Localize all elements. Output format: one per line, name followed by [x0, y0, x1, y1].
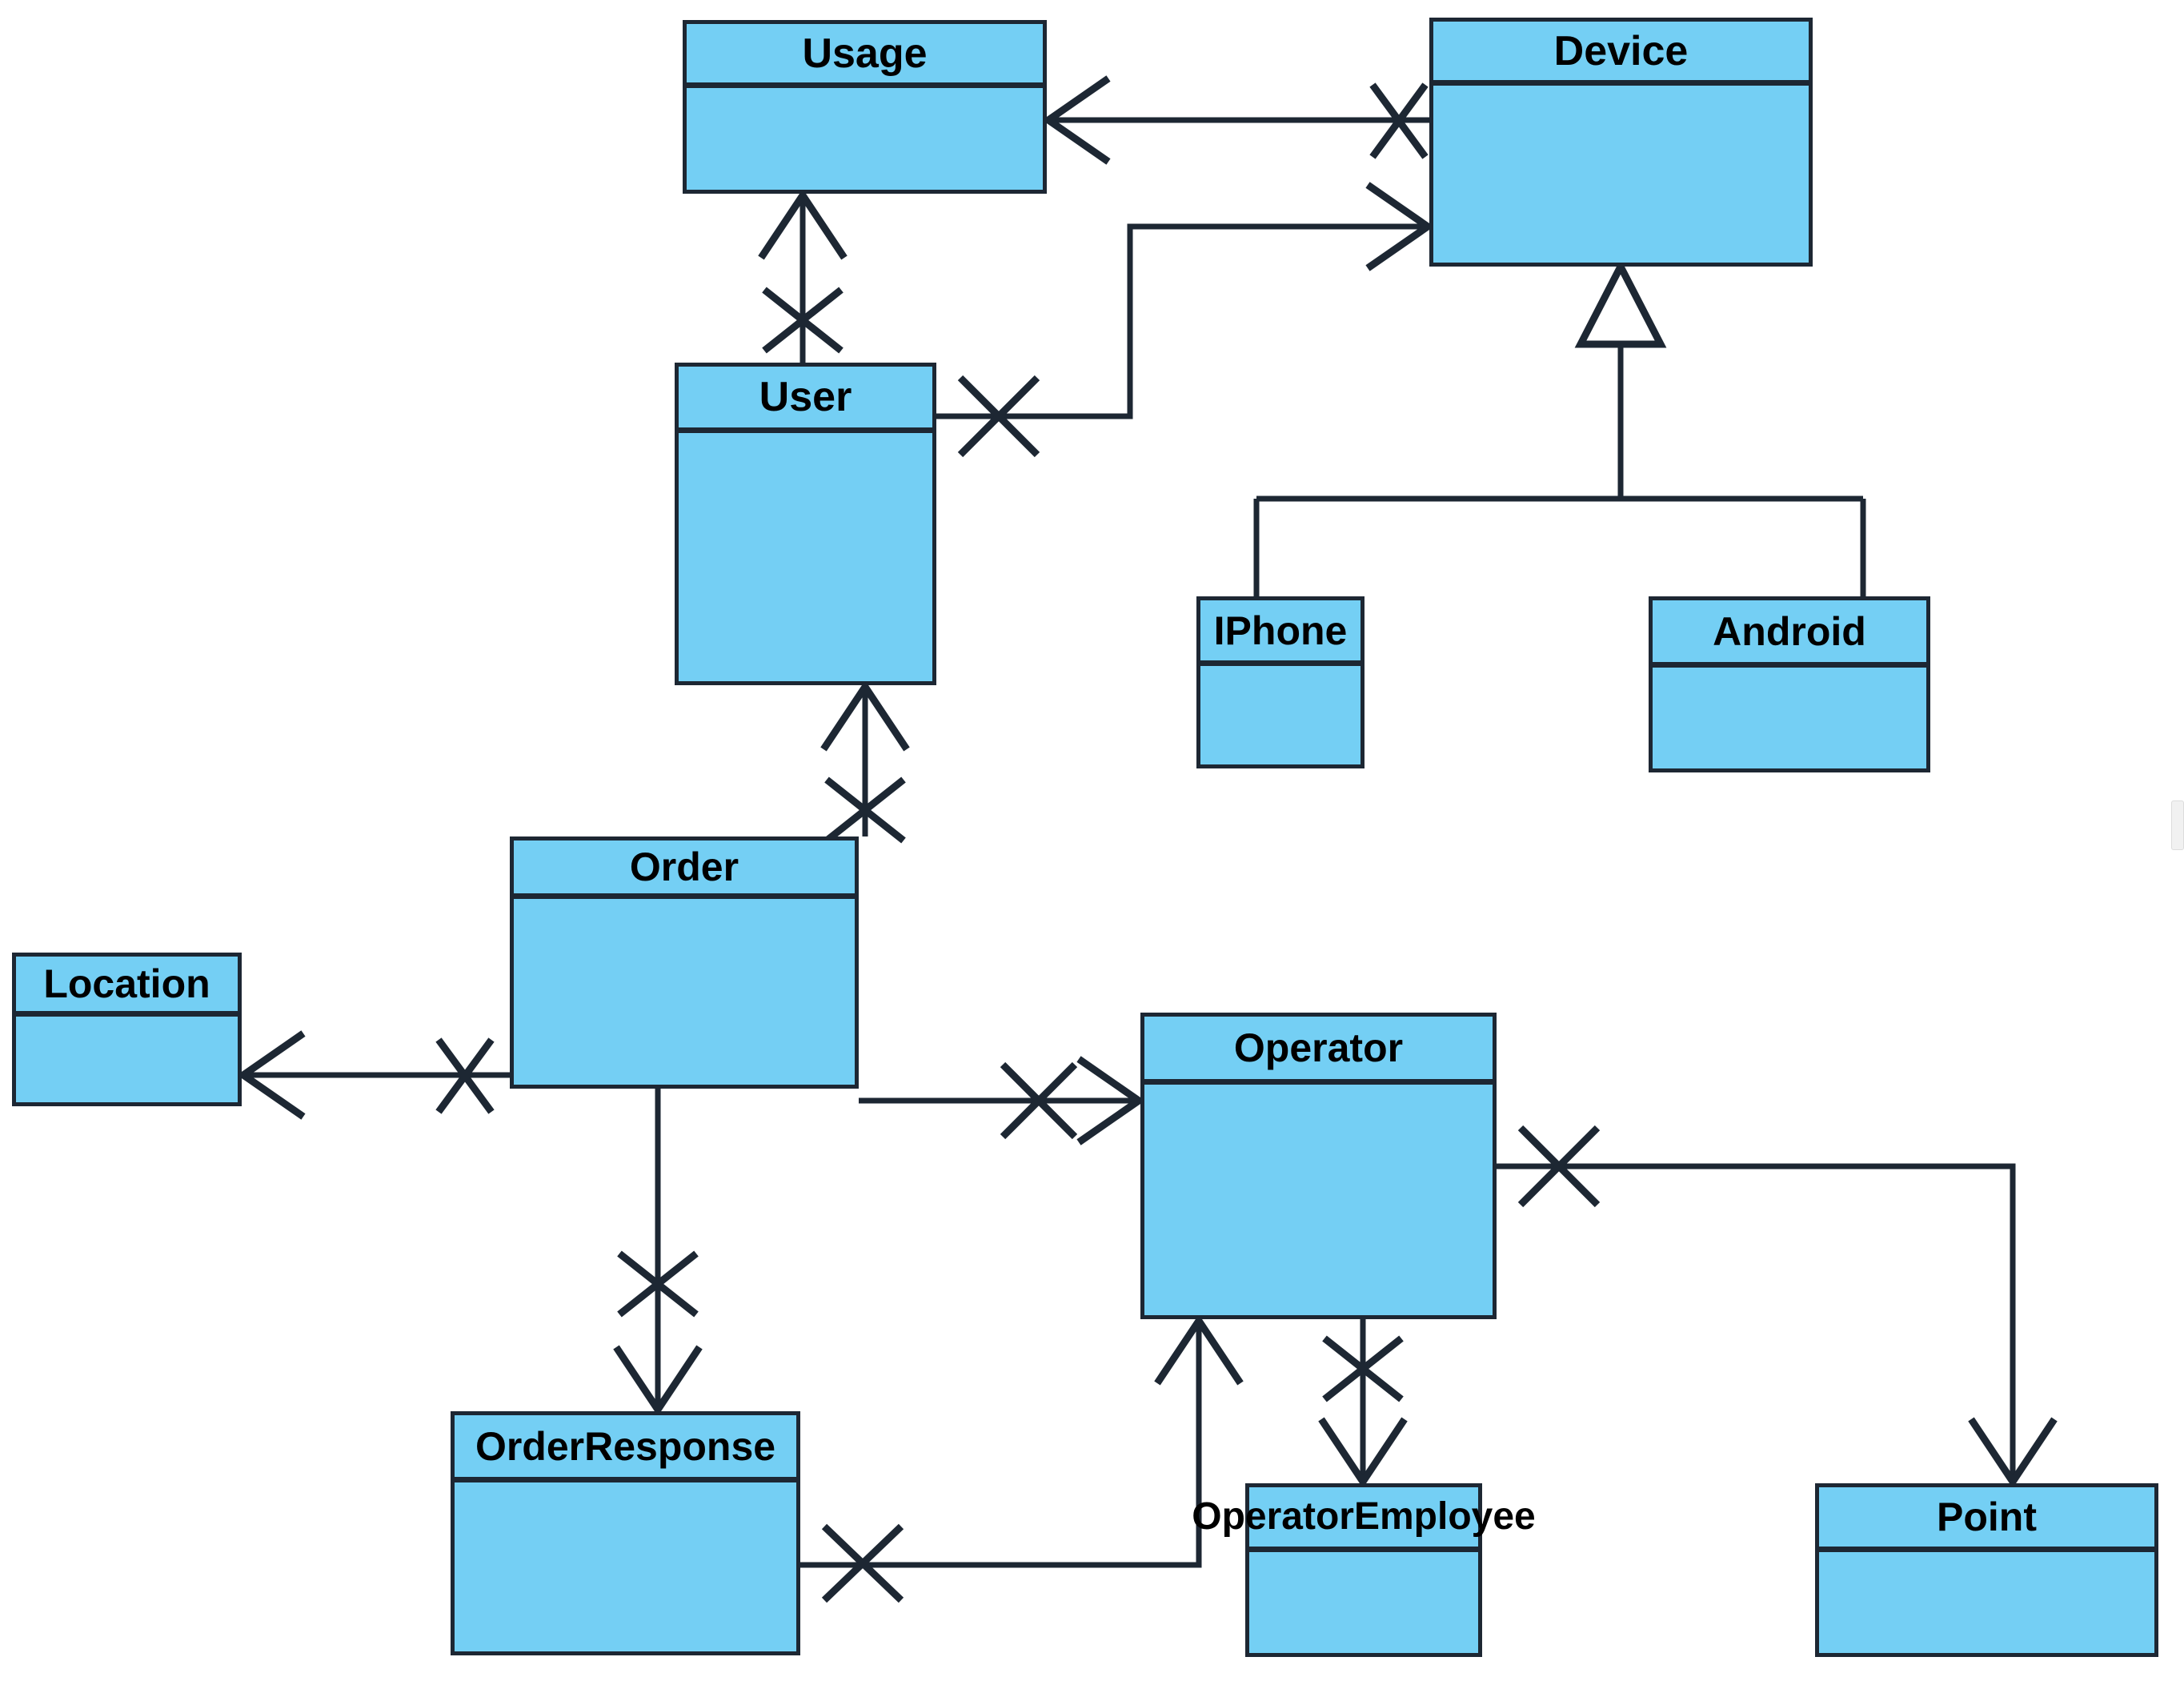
uml-class-orderresponse-header: OrderResponse [455, 1415, 796, 1482]
uml-class-device-attributes [1433, 86, 1809, 263]
uml-class-point-name: Point [1937, 1494, 2037, 1539]
uml-class-orderresponse[interactable]: OrderResponse [451, 1411, 800, 1655]
uml-class-iphone[interactable]: IPhone [1196, 596, 1364, 768]
uml-class-orderresponse-name: OrderResponse [475, 1423, 776, 1469]
uml-class-operatoremployee-header: OperatorEmployee [1192, 1487, 1536, 1552]
edge-order-location [237, 1030, 510, 1120]
edge-orderresponse-operator [800, 1314, 1244, 1603]
edge-user-usage [758, 188, 848, 363]
uml-class-order-attributes [514, 899, 855, 1085]
uml-class-android-name: Android [1713, 608, 1866, 654]
uml-class-usage-name: Usage [802, 30, 928, 77]
uml-class-location-name: Location [43, 961, 210, 1006]
uml-class-usage-attributes [687, 88, 1043, 190]
uml-class-user-name: User [759, 374, 852, 420]
uml-class-device[interactable]: Device [1429, 18, 1813, 267]
uml-class-operator-header: Operator [1144, 1017, 1493, 1085]
uml-class-orderresponse-attributes [455, 1482, 796, 1651]
uml-class-user-attributes [679, 433, 932, 681]
edge-user-device [936, 182, 1434, 458]
uml-class-location-attributes [16, 1017, 238, 1102]
uml-class-user[interactable]: User [675, 363, 936, 685]
scrollbar-thumb[interactable] [2171, 800, 2184, 850]
edge-operator-operatoremployee [1318, 1319, 1408, 1489]
edge-order-orderresponse [613, 1089, 703, 1417]
uml-class-point-attributes [1819, 1552, 2154, 1653]
uml-class-user-header: User [679, 367, 932, 433]
uml-class-operatoremployee-name: OperatorEmployee [1192, 1495, 1536, 1538]
edge-order-user [820, 680, 910, 844]
uml-class-location[interactable]: Location [12, 953, 242, 1106]
uml-class-operator-name: Operator [1233, 1025, 1404, 1070]
uml-class-device-name: Device [1553, 27, 1689, 74]
uml-class-usage-header: Usage [687, 24, 1043, 88]
uml-class-order-header: Order [514, 840, 855, 899]
uml-class-operator-attributes [1144, 1085, 1493, 1315]
uml-class-iphone-name: IPhone [1213, 608, 1348, 653]
uml-class-iphone-header: IPhone [1200, 600, 1360, 666]
edge-order-operator [859, 1056, 1145, 1145]
uml-class-operatoremployee[interactable]: OperatorEmployee [1192, 1483, 1536, 1657]
uml-class-android[interactable]: Android [1649, 596, 1930, 772]
uml-class-location-header: Location [16, 957, 238, 1017]
uml-class-order[interactable]: Order [510, 836, 859, 1089]
edge-device-generalization [1253, 259, 1866, 596]
uml-class-iphone-attributes [1200, 666, 1360, 764]
uml-class-device-header: Device [1433, 22, 1809, 86]
uml-class-usage[interactable]: Usage [683, 20, 1047, 194]
uml-class-android-header: Android [1653, 600, 1926, 668]
uml-class-operatoremployee-attributes [1249, 1552, 1478, 1653]
uml-class-order-name: Order [629, 845, 739, 889]
uml-class-operator[interactable]: Operator [1140, 1013, 1497, 1319]
uml-class-android-attributes [1653, 668, 1926, 768]
uml-class-point[interactable]: Point [1815, 1483, 2158, 1657]
uml-class-point-header: Point [1819, 1487, 2154, 1552]
edge-device-usage [1042, 75, 1429, 165]
edge-operator-point [1497, 1125, 2058, 1489]
